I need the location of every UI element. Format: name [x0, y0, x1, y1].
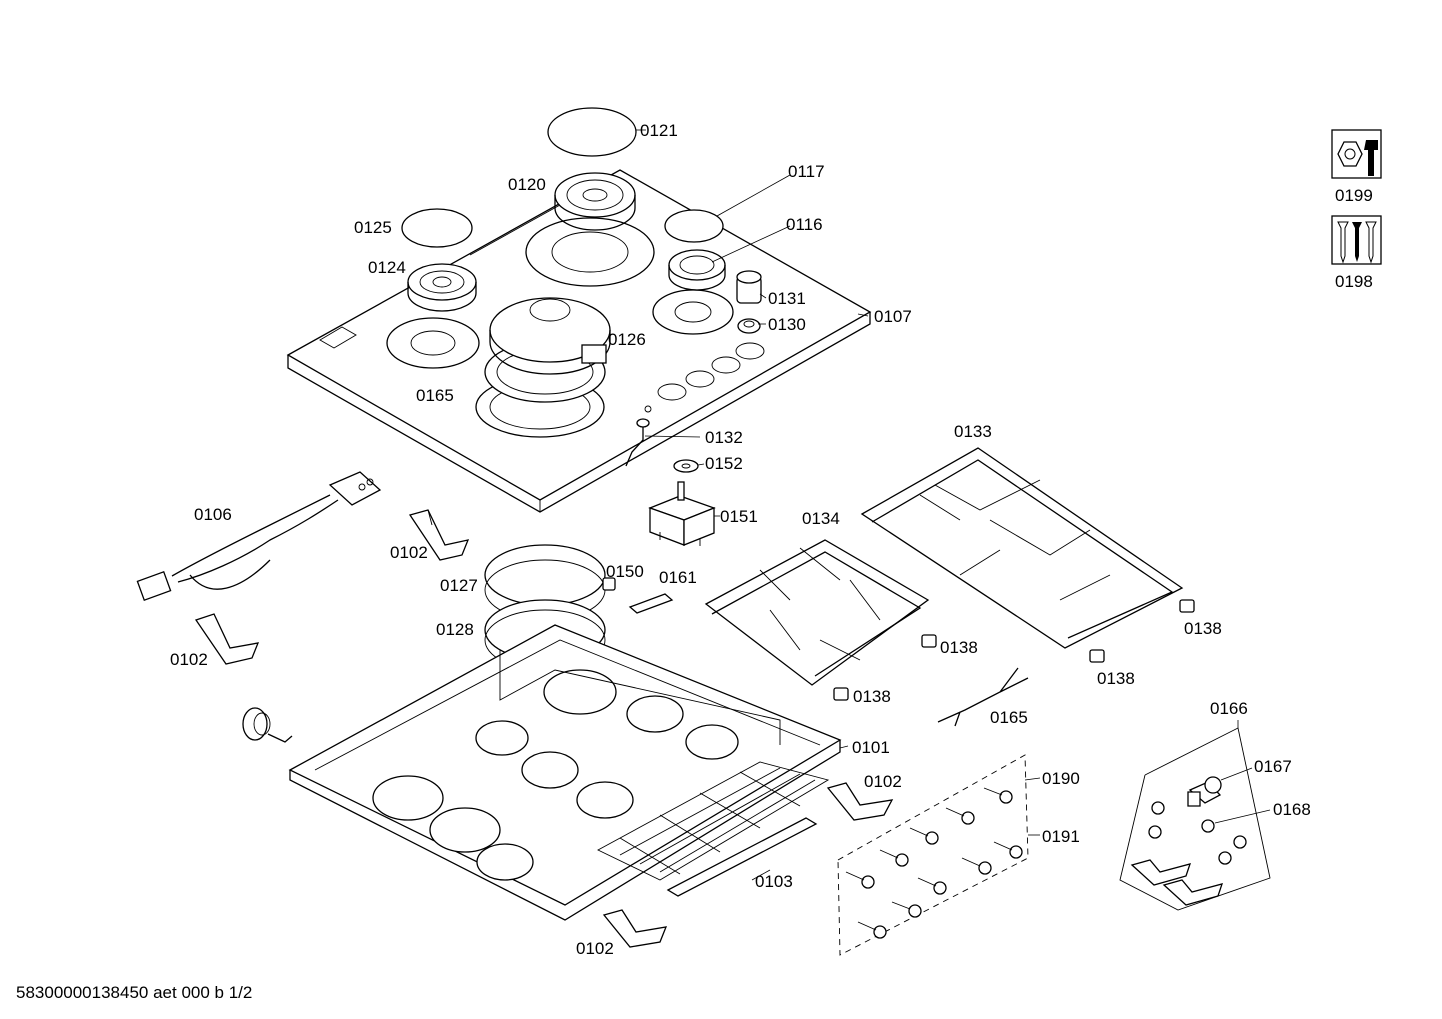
- clip-0102-b: [194, 613, 260, 665]
- leader-lines: [636, 129, 1271, 881]
- label-0152: 0152: [705, 454, 743, 473]
- connector-group-0166: [1119, 727, 1271, 911]
- label-0127: 0127: [440, 576, 478, 595]
- label-0106: 0106: [194, 505, 232, 524]
- document-code: 58300000138450 aet 000 b 1/2: [16, 983, 252, 1002]
- cap-0121: [547, 107, 637, 157]
- label-0102-d: 0102: [576, 939, 614, 958]
- screws-icon: [1331, 215, 1382, 265]
- label-0103: 0103: [755, 872, 793, 891]
- label-0165-bottom: 0165: [990, 708, 1028, 727]
- clip-0102-d: [602, 909, 668, 948]
- knob-0131: [736, 270, 762, 304]
- label-0191: 0191: [1042, 827, 1080, 846]
- foot-0138-b: [833, 687, 849, 701]
- screws-group: [837, 754, 1029, 956]
- label-0138-c: 0138: [1097, 669, 1135, 688]
- label-0133: 0133: [954, 422, 992, 441]
- label-0138-b: 0138: [940, 638, 978, 657]
- part-0150: [602, 577, 616, 591]
- cap-0125: [401, 208, 473, 248]
- nut-wrench-icon: [1331, 129, 1382, 179]
- burner-recesses: [386, 217, 734, 369]
- bottom-tray-0101: [288, 624, 842, 921]
- foot-0138-a: [921, 634, 937, 648]
- cap-0117: [664, 209, 724, 243]
- thermocouple-0132: [625, 418, 650, 467]
- label-0132: 0132: [705, 428, 743, 447]
- label-0165-top: 0165: [416, 386, 454, 405]
- label-0151: 0151: [720, 507, 758, 526]
- label-0167: 0167: [1254, 757, 1292, 776]
- label-0121: 0121: [640, 121, 678, 140]
- label-0168: 0168: [1273, 800, 1311, 819]
- label-0116: 0116: [786, 215, 823, 234]
- hotplate-0126: [475, 297, 611, 438]
- label-0130: 0130: [768, 315, 806, 334]
- part-labels: 0121 0120 0117 0125 0116 0124 0131 0130 …: [170, 121, 1373, 958]
- pan-support-0133: [860, 447, 1184, 649]
- burner-0120: [554, 172, 636, 231]
- label-0166: 0166: [1210, 699, 1248, 718]
- gas-valve: [242, 707, 293, 743]
- label-0128: 0128: [436, 620, 474, 639]
- label-0102-a: 0102: [390, 543, 428, 562]
- clip-0102-a: [408, 509, 470, 561]
- label-0102-c: 0102: [864, 772, 902, 791]
- switch-0151: [648, 481, 716, 546]
- label-0126: 0126: [608, 330, 646, 349]
- clip-0102-c: [826, 782, 894, 821]
- label-0199: 0199: [1335, 186, 1373, 205]
- wire-0165: [937, 667, 1029, 727]
- burner-0116: [668, 249, 726, 291]
- power-cable-0106: [136, 471, 382, 602]
- label-0124: 0124: [368, 258, 406, 277]
- label-0117: 0117: [788, 162, 825, 181]
- label-0101: 0101: [852, 738, 890, 757]
- label-0134: 0134: [802, 509, 840, 528]
- washer-0152: [673, 459, 699, 473]
- label-0138-d: 0138: [853, 687, 891, 706]
- label-0161: 0161: [659, 568, 697, 587]
- part-0161: [628, 593, 674, 614]
- label-0125: 0125: [354, 218, 392, 237]
- pan-support-0134: [704, 539, 930, 686]
- label-0138-a: 0138: [1184, 619, 1222, 638]
- label-0150: 0150: [606, 562, 644, 581]
- strip-0103: [666, 817, 818, 897]
- label-0131: 0131: [768, 289, 806, 308]
- label-0107: 0107: [874, 307, 912, 326]
- label-0102-b: 0102: [170, 650, 208, 669]
- foot-0138-c: [1089, 649, 1105, 663]
- label-0120: 0120: [508, 175, 546, 194]
- burner-0124: [407, 263, 477, 312]
- label-0198: 0198: [1335, 272, 1373, 291]
- label-0190: 0190: [1042, 769, 1080, 788]
- foot-0138-d: [1179, 599, 1195, 613]
- nut-0130: [737, 318, 761, 334]
